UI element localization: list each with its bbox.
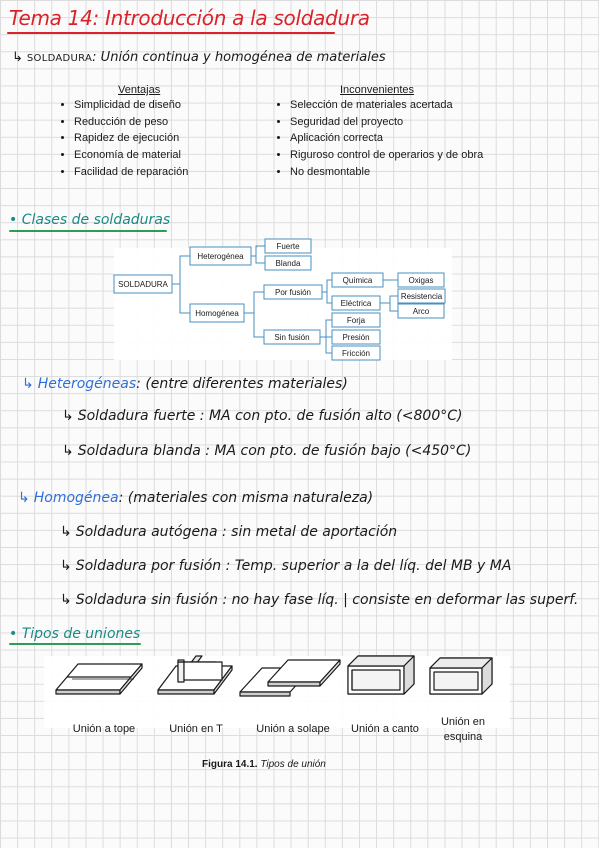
page-title: Tema 14: Introducción a la soldadura bbox=[9, 6, 370, 30]
list-item: Seguridad del proyecto bbox=[290, 114, 483, 131]
node-blanda: Blanda bbox=[276, 259, 301, 268]
figure-label-tope: Unión a tope bbox=[72, 723, 136, 735]
homogenea-desc: : (materiales con misma naturaleza) bbox=[118, 490, 374, 506]
heterogeneas-line: ↳Heterogéneas: (entre diferentes materia… bbox=[22, 376, 348, 392]
homogenea-item: ↳Soldadura por fusión : Temp. superior a… bbox=[60, 558, 512, 574]
homogenea-item: ↳Soldadura sin fusión : no hay fase líq.… bbox=[60, 592, 579, 608]
homogenea-label: Homogénea bbox=[33, 490, 119, 506]
heterogeneas-label: Heterogéneas bbox=[37, 376, 137, 392]
union-canto-drawing bbox=[347, 655, 415, 695]
tree-boxes bbox=[113, 238, 446, 361]
list-item: Rapidez de ejecución bbox=[74, 130, 188, 147]
tree-connectors bbox=[172, 245, 398, 354]
union-tope-drawing bbox=[55, 663, 143, 695]
node-box bbox=[113, 274, 173, 294]
node-box bbox=[331, 345, 381, 361]
node-box bbox=[189, 246, 252, 266]
list-item: Reducción de peso bbox=[74, 114, 188, 131]
heterogeneas-item: ↳Soldadura fuerte : MA con pto. de fusió… bbox=[62, 408, 463, 424]
inconvenientes-header: Inconvenientes bbox=[340, 84, 414, 96]
list-item: Selección de materiales acertada bbox=[290, 97, 483, 114]
node-oxigas: Oxigas bbox=[409, 276, 434, 285]
node-friccion: Fricción bbox=[342, 349, 370, 358]
figure-label-t: Unión en T bbox=[169, 723, 223, 735]
node-resistencia: Resistencia bbox=[401, 292, 443, 301]
node-box bbox=[263, 284, 323, 300]
arrow-icon: ↳ bbox=[62, 443, 74, 459]
arrow-icon: ↳ bbox=[22, 376, 34, 392]
bullet-dot: • bbox=[9, 212, 22, 228]
node-homogenea: Homogénea bbox=[195, 309, 239, 318]
node-box bbox=[264, 238, 312, 254]
figure-caption: Figura 14.1. Tipos de unión bbox=[202, 759, 326, 770]
node-box bbox=[264, 255, 312, 271]
arrow-icon: ↳ bbox=[12, 50, 23, 65]
tipos-underline bbox=[9, 643, 141, 645]
figure-label-esquina: Unión en esquina bbox=[440, 716, 486, 743]
arrow-icon: ↳ bbox=[62, 408, 74, 424]
clases-underline bbox=[9, 230, 167, 232]
union-esquina-drawing bbox=[429, 657, 493, 695]
arrow-icon: ↳ bbox=[60, 524, 72, 540]
node-box bbox=[331, 312, 381, 328]
node-heterogenea: Heterogénea bbox=[197, 252, 244, 261]
union-t-drawing bbox=[157, 655, 233, 695]
tipos-heading: • Tipos de uniones bbox=[9, 626, 141, 642]
node-soldadura: SOLDADURA bbox=[118, 280, 168, 289]
ventajas-header: Ventajas bbox=[118, 84, 161, 96]
list-item: No desmontable bbox=[290, 164, 483, 181]
node-box bbox=[397, 272, 445, 288]
node-electrica: Eléctrica bbox=[341, 299, 372, 308]
caption-number: Figura 14.1. bbox=[202, 759, 258, 770]
heterogeneas-desc: : (entre diferentes materiales) bbox=[136, 376, 348, 392]
node-arco: Arco bbox=[413, 307, 430, 316]
definition-text: : Unión continua y homogénea de material… bbox=[92, 50, 386, 65]
node-box bbox=[397, 303, 445, 319]
definition-term: SOLDADURA bbox=[26, 53, 93, 64]
clases-tree-diagram: SOLDADURA Heterogénea Fuerte Blanda Homo… bbox=[113, 238, 452, 361]
list-item: Economía de material bbox=[74, 147, 188, 164]
list-item: Riguroso control de operarios y de obra bbox=[290, 147, 483, 164]
node-sin-fusion: Sin fusión bbox=[274, 333, 309, 342]
node-quimica: Química bbox=[343, 276, 373, 285]
list-item: Facilidad de reparación bbox=[74, 164, 188, 181]
node-fuerte: Fuerte bbox=[276, 242, 300, 251]
inconvenientes-list: Selección de materiales acertada Segurid… bbox=[272, 97, 483, 181]
list-item: Simplicidad de diseño bbox=[74, 97, 188, 114]
arrow-icon: ↳ bbox=[18, 490, 30, 506]
heterogeneas-item: ↳Soldadura blanda : MA con pto. de fusió… bbox=[62, 443, 472, 459]
node-box bbox=[331, 329, 381, 345]
homogenea-item: ↳Soldadura autógena : sin metal de aport… bbox=[60, 524, 398, 540]
list-item: Aplicación correcta bbox=[290, 130, 483, 147]
arrow-icon: ↳ bbox=[60, 558, 72, 574]
clases-heading: • Clases de soldaduras bbox=[9, 212, 171, 228]
arrow-icon: ↳ bbox=[60, 592, 72, 608]
node-por-fusion: Por fusión bbox=[275, 288, 311, 297]
caption-text: Tipos de unión bbox=[260, 759, 326, 770]
node-box bbox=[263, 329, 321, 345]
node-forja: Forja bbox=[347, 316, 366, 325]
bullet-dot: • bbox=[9, 626, 22, 642]
figure-label-canto: Unión a canto bbox=[351, 723, 419, 735]
node-box bbox=[189, 303, 245, 323]
figure-label-solape: Unión a solape bbox=[256, 723, 330, 735]
union-solape-drawing bbox=[239, 659, 341, 697]
node-box bbox=[331, 295, 381, 311]
tipos-figures bbox=[44, 655, 510, 728]
node-box bbox=[331, 272, 384, 288]
homogenea-line: ↳Homogénea: (materiales con misma natura… bbox=[18, 490, 373, 506]
definition-line: ↳SOLDADURA: Unión continua y homogénea d… bbox=[12, 50, 386, 65]
node-box bbox=[397, 288, 446, 304]
node-presion: Presión bbox=[342, 333, 369, 342]
ventajas-list: Simplicidad de diseño Reducción de peso … bbox=[56, 97, 188, 181]
title-underline bbox=[7, 32, 335, 34]
